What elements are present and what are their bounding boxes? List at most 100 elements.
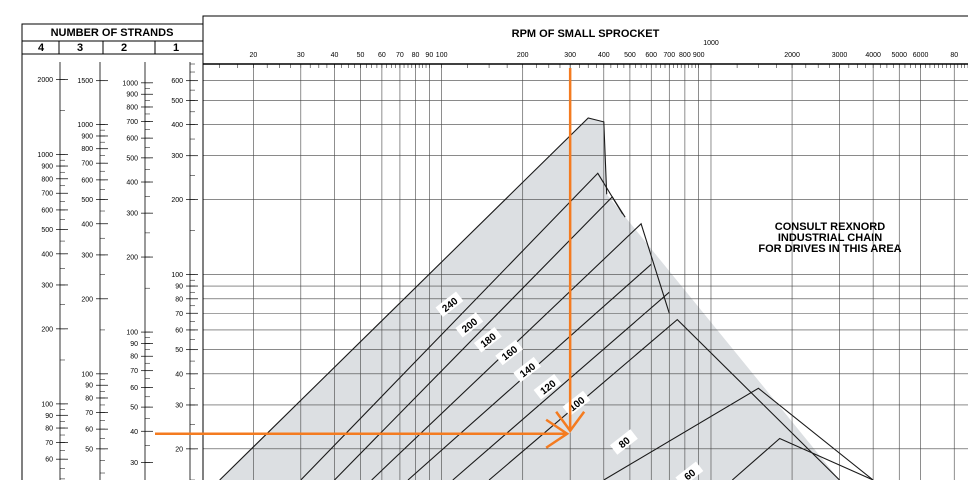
chain-curve-160 [371,222,670,480]
strand-tick-label: 100 [171,272,183,279]
example-vertical-arrowhead [555,410,586,433]
strand-scales: NUMBER OF STRANDS42000100090080070060050… [21,23,204,480]
strand-tick-label: 600 [81,177,93,184]
x-tick-label: 900 [693,52,705,59]
chain-curve-80 [603,387,874,480]
strand-tick-label: 200 [81,296,93,303]
strand-tick-label: 80 [130,354,138,361]
x-tick-label: 3000 [832,52,848,59]
strand-tick-label: 200 [41,326,53,333]
strand-tick-label: 400 [81,221,93,228]
chain-label-box [473,326,502,353]
chain-curve-60 [731,437,874,480]
consult-note-line: INDUSTRIAL CHAIN [778,232,882,244]
chain-label-box [609,429,638,455]
strand-tick-label: 600 [126,136,138,143]
x-tick-label: 5000 [891,52,907,59]
strand-tick-label: 400 [126,180,138,187]
x-tick-label: 30 [297,52,305,59]
strand-tick-label: 60 [85,427,93,434]
strand-tick-label: 1000 [122,80,138,87]
strand-tick-label: 300 [171,153,183,160]
strand-tick-label: 1000 [37,152,53,159]
strand-tick-label: 700 [81,161,93,168]
x-tick-label: 400 [598,52,610,59]
chain-label-box [675,461,704,480]
strand-tick-label: 70 [85,410,93,417]
chain-curve-100 [488,318,840,480]
strand-tick-label: 300 [126,211,138,218]
chain-label-box [435,291,464,317]
strand-tick-label: 500 [126,155,138,162]
strand-tick-label: 80 [85,395,93,402]
strand-tick-label: 900 [81,133,93,140]
strand-panel-border [21,23,204,480]
strand-tick-label: 900 [41,164,53,171]
strand-tick-label: 100 [41,401,53,408]
strand-tick-label: 80 [175,296,183,303]
strand-tick-label: 60 [45,457,53,464]
strand-tick-label: 50 [130,405,138,412]
strand-tick-label: 1500 [77,78,93,85]
x-tick-label: 90 [425,52,433,59]
strand-tick-label: 20 [175,446,183,453]
strand-tick-label: 200 [171,197,183,204]
strand-tick-label: 800 [41,176,53,183]
strand-column-2: 2 [121,42,127,54]
x-tick-label: 6000 [913,52,929,59]
strand-tick-label: 300 [81,252,93,259]
strand-column-1: 1 [173,42,179,54]
strand-tick-label: 400 [41,251,53,258]
strand-tick-label: 40 [175,371,183,378]
strand-tick-label: 100 [126,330,138,337]
x-tick-label: 4000 [865,52,881,59]
chain-curve-240 [219,117,608,480]
chain-label-box [533,373,562,400]
x-axis-title: RPM OF SMALL SPROCKET [512,28,660,40]
example-lookup-arrows [155,68,586,449]
chain-curves [219,117,874,480]
strand-tick-label: 700 [41,191,53,198]
x-tick-label: 20 [249,52,257,59]
chain-label-box [495,339,524,366]
x-tick-label: 70 [396,52,404,59]
strand-tick-label: 30 [175,402,183,409]
strand-column-3: 3 [77,42,83,54]
strand-tick-label: 800 [81,146,93,153]
consult-note-line: CONSULT REXNORD [775,221,885,233]
strand-tick-label: 500 [81,197,93,204]
x-tick-label: 80 [412,52,420,59]
strand-tick-label: 90 [85,383,93,390]
chain-label-60: 60 [675,461,704,480]
strand-tick-label: 300 [41,282,53,289]
x-tick-label: 60 [378,52,386,59]
strand-tick-label: 70 [45,440,53,447]
x-tick-label: 600 [645,52,657,59]
strand-tick-label: 500 [171,98,183,105]
strand-tick-label: 90 [45,413,53,420]
strand-tick-label: 600 [171,78,183,85]
strand-tick-label: 50 [85,446,93,453]
strand-tick-label: 400 [171,122,183,129]
x-tick-label: 1000 [703,40,719,47]
strand-tick-label: 50 [175,347,183,354]
strand-tick-label: 200 [126,255,138,262]
strand-tick-label: 900 [126,92,138,99]
strand-tick-label: 700 [126,119,138,126]
strand-tick-label: 100 [81,371,93,378]
strand-tick-label: 90 [130,341,138,348]
x-tick-label: 500 [624,52,636,59]
chain-curve-180 [334,196,626,480]
x-tick-label: 200 [517,52,529,59]
strand-tick-label: 30 [130,460,138,467]
x-tick-label: 40 [331,52,339,59]
strand-tick-label: 90 [175,284,183,291]
strand-tick-label: 70 [130,368,138,375]
strand-number-row [21,40,204,55]
strand-tick-label: 80 [45,426,53,433]
consult-note-line: FOR DRIVES IN THIS AREA [758,243,901,255]
strand-tick-label: 60 [130,385,138,392]
